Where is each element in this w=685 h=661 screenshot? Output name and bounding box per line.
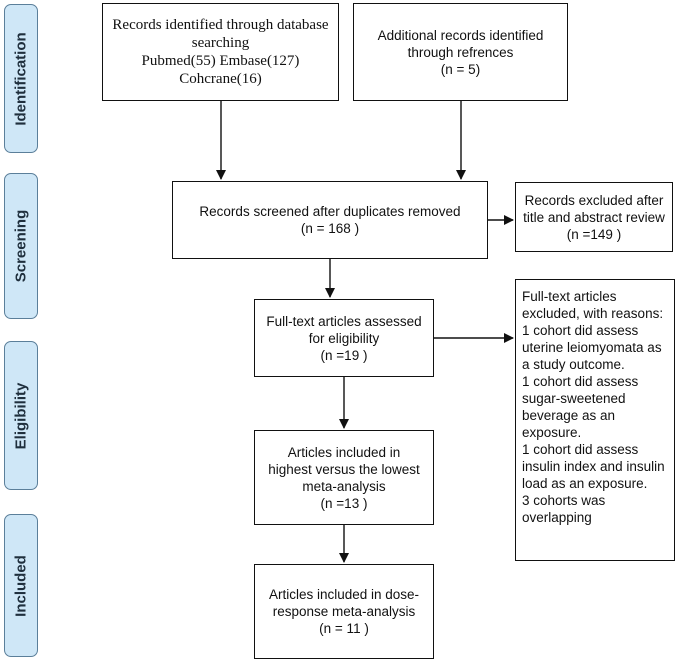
database-records-box: Records identified through database sear…	[102, 3, 339, 101]
fulltext-excluded-line-10: 1 cohort did assess	[522, 442, 639, 457]
fulltext-assessed-line-1: Full-text articles assessed	[266, 313, 422, 329]
fulltext-excluded-line-8: beverage as an	[522, 408, 616, 423]
screened-line-2: (n = 168 )	[300, 221, 360, 236]
dose-response-line-2: response meta-analysis	[272, 604, 416, 619]
additional-records-box: Additional records identified through re…	[353, 3, 568, 101]
highest-lowest-line-1: Articles included in	[287, 444, 401, 460]
highest-lowest-line-4: (n =13 )	[320, 495, 368, 511]
highest-lowest-line-3: meta-analysis	[302, 478, 386, 494]
excluded-title-box: Records excluded after title and abstrac…	[515, 182, 673, 252]
additional-records-line-1: Additional records identified	[377, 27, 544, 43]
fulltext-excluded-line-13: 3 cohorts was	[522, 493, 606, 508]
stage-screening: Screening	[4, 173, 38, 319]
excluded-title-line-3: (n =149 )	[566, 226, 622, 242]
fulltext-excluded-line-3: 1 cohort did assess	[522, 323, 639, 338]
database-records-line-3: Pubmed(55) Embase(127)	[141, 53, 300, 69]
database-records-line-2: searching	[191, 35, 250, 51]
dose-response-line-3: (n = 11 )	[319, 621, 369, 636]
fulltext-excluded-box: Full-text articles excluded, with reason…	[515, 279, 675, 561]
dose-response-box: Articles included in dose- response meta…	[254, 564, 434, 659]
fulltext-excluded-line-9: exposure.	[522, 425, 582, 440]
fulltext-excluded-line-11: insulin index and insulin	[522, 459, 665, 474]
database-records-line-4: Cohcrane(16)	[179, 71, 262, 87]
screened-box: Records screened after duplicates remove…	[172, 181, 488, 259]
stage-identification: Identification	[4, 4, 38, 153]
screened-line-1: Records screened after duplicates remove…	[199, 204, 461, 219]
additional-records-line-2: through refrences	[407, 44, 514, 60]
fulltext-assessed-box: Full-text articles assessed for eligibil…	[254, 299, 434, 377]
fulltext-assessed-line-3: (n =19 )	[320, 347, 368, 363]
fulltext-excluded-line-4: uterine leiomyomata as	[522, 340, 662, 355]
excluded-title-line-2: title and abstract review	[523, 209, 665, 225]
fulltext-excluded-line-5: a study outcome.	[522, 357, 625, 372]
dose-response-line-1: Articles included in dose-	[268, 587, 420, 602]
highest-lowest-box: Articles included in highest versus the …	[254, 430, 434, 525]
database-records-line-1: Records identified through database	[112, 17, 329, 33]
fulltext-excluded-line-14: overlapping	[522, 510, 592, 525]
additional-records-line-3: (n = 5)	[440, 61, 481, 77]
fulltext-excluded-line-2: excluded, with reasons:	[522, 306, 664, 321]
highest-lowest-line-2: highest versus the lowest	[268, 461, 420, 477]
fulltext-excluded-line-1: Full-text articles	[522, 289, 617, 304]
fulltext-excluded-line-6: 1 cohort did assess	[522, 374, 639, 389]
fulltext-excluded-line-7: sugar-sweetened	[522, 391, 626, 406]
excluded-title-line-1: Records excluded after	[524, 192, 664, 208]
fulltext-assessed-line-2: for eligibility	[308, 330, 380, 346]
stage-eligibility: Eligibility	[4, 341, 38, 490]
fulltext-excluded-line-12: load as an exposure.	[522, 476, 648, 491]
stage-included: Included	[4, 514, 38, 657]
